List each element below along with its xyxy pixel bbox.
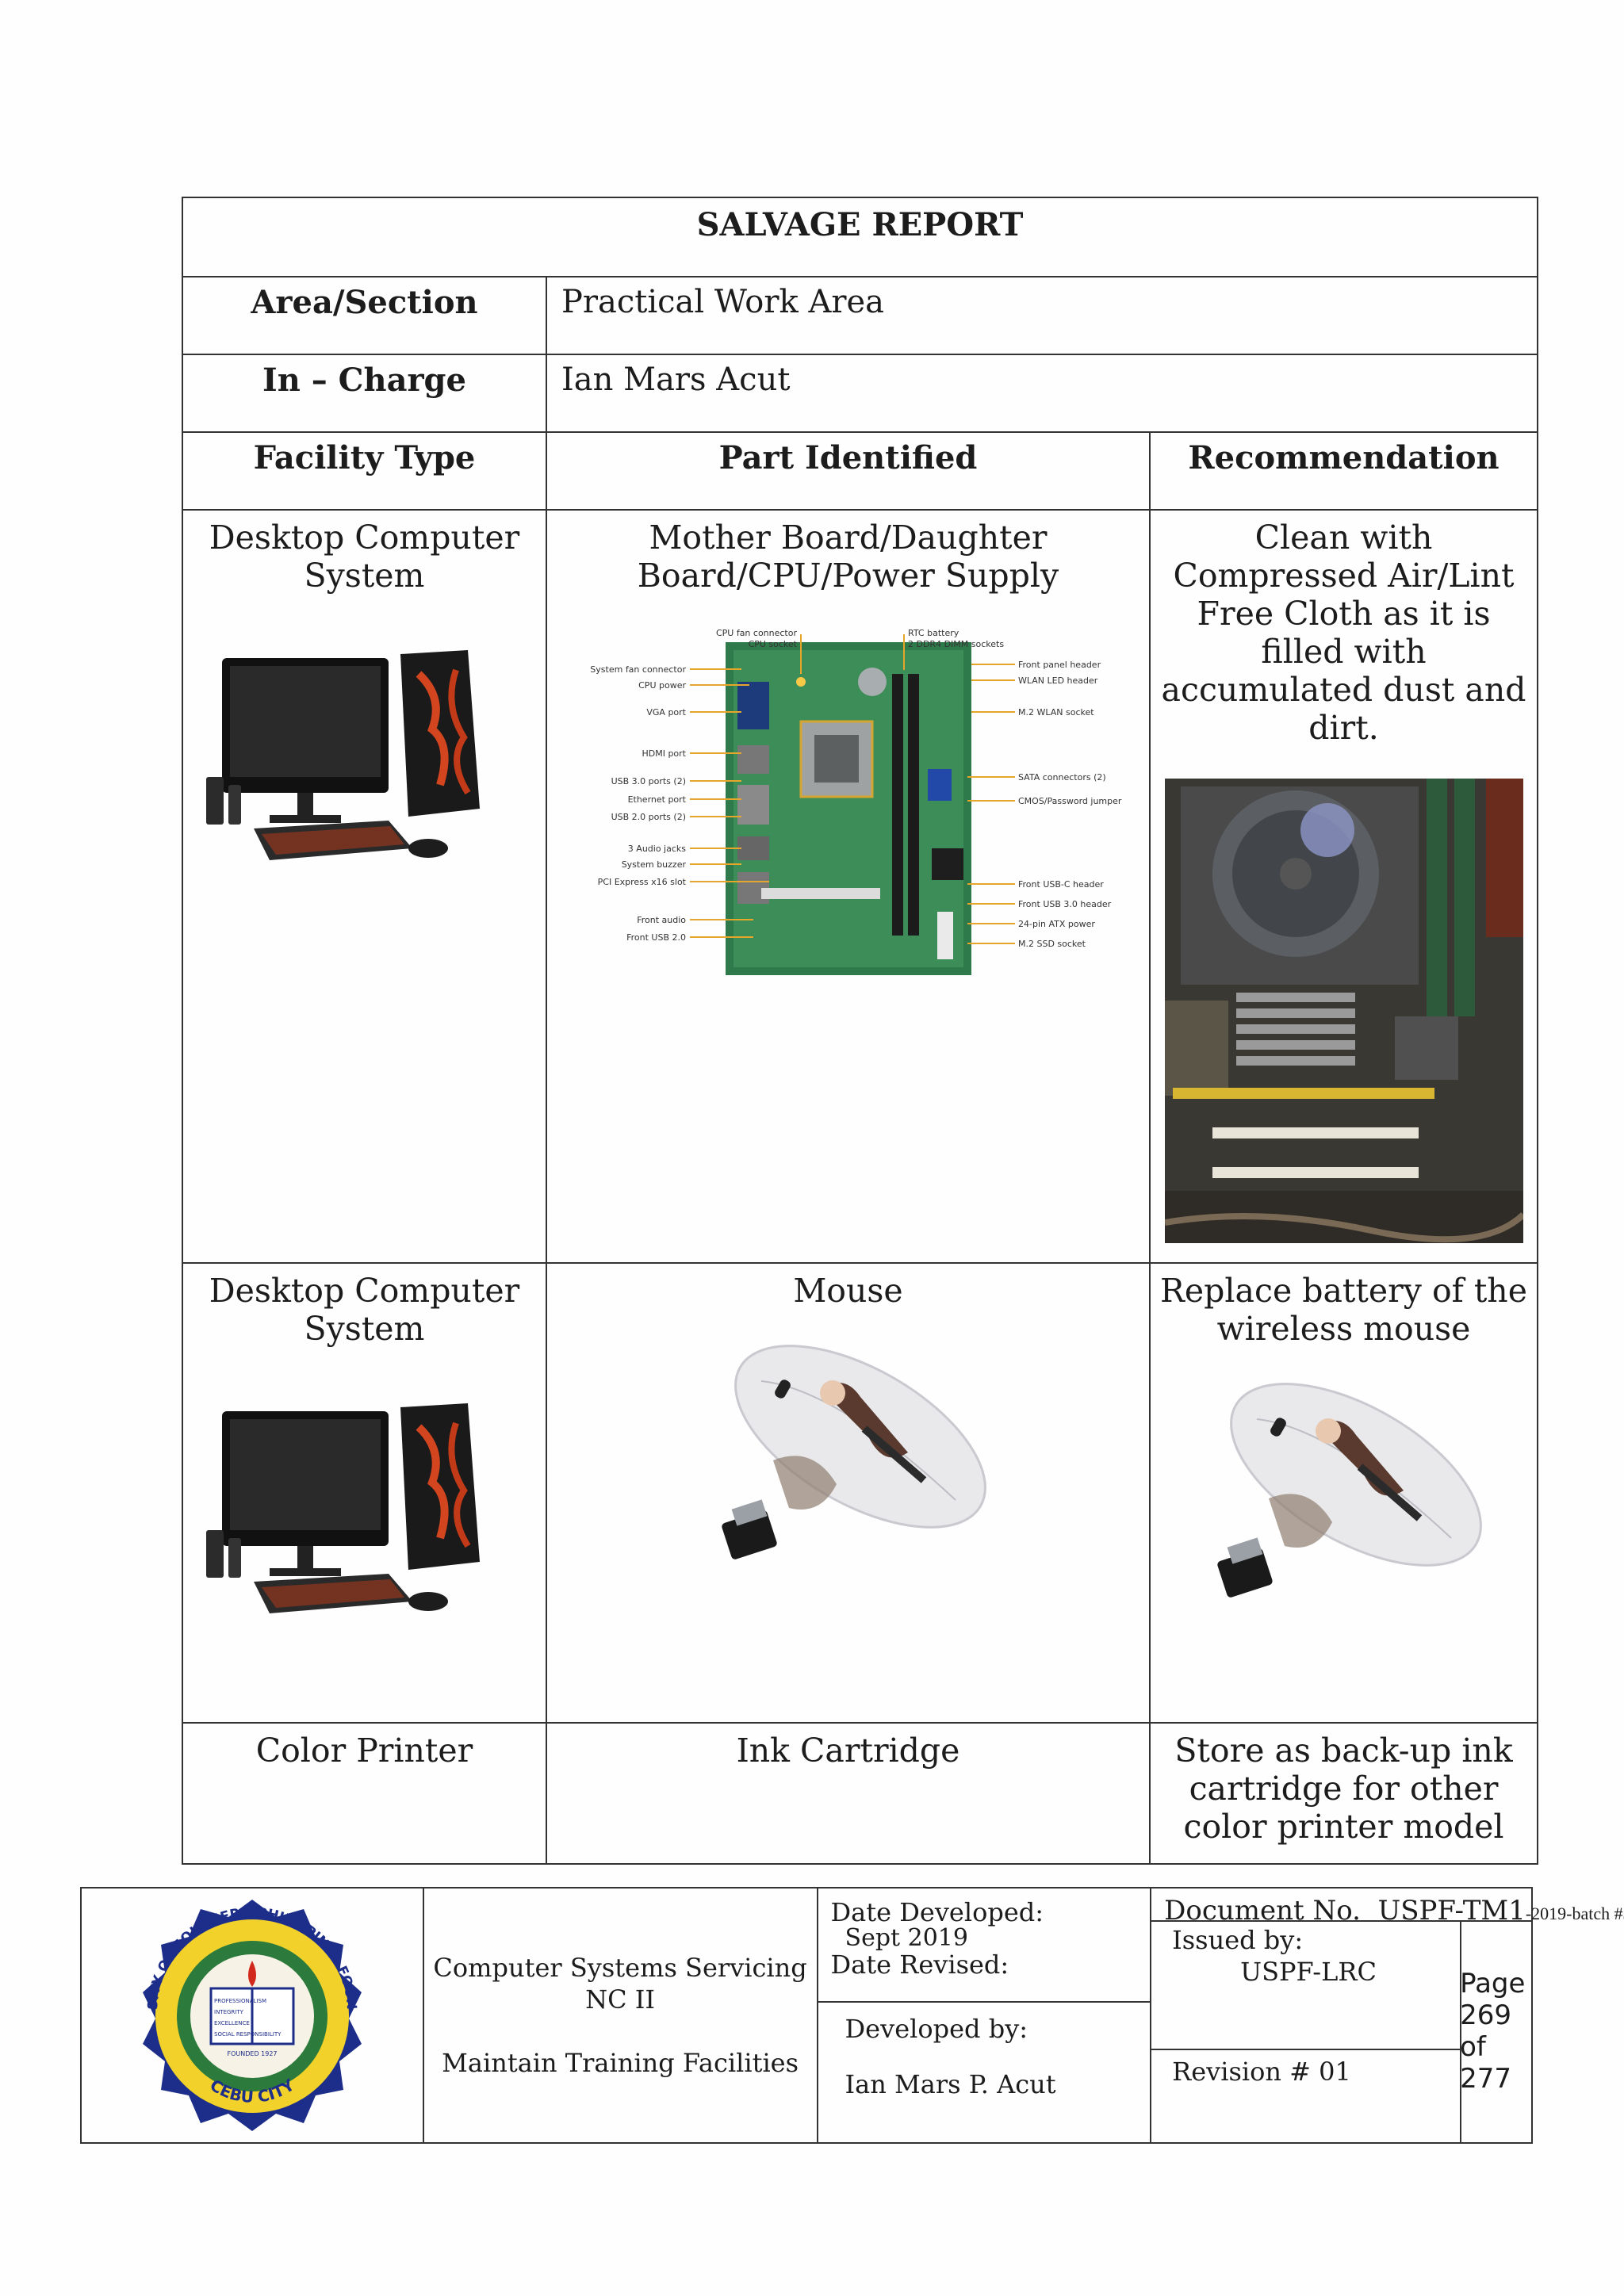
document-number-label: Document No. bbox=[1164, 1895, 1361, 1927]
facility-type-text: Color Printer bbox=[255, 1732, 473, 1770]
mb-callout: PCI Express x16 slot bbox=[597, 877, 686, 887]
wireless-mouse-image bbox=[1216, 1383, 1482, 1598]
mb-callout: Ethernet port bbox=[627, 794, 686, 805]
motherboard-diagram-image: System fan connector CPU power VGA port … bbox=[590, 628, 1122, 975]
report-title: SALVAGE REPORT bbox=[181, 197, 1539, 277]
svg-text:FOUNDED 1927: FOUNDED 1927 bbox=[227, 2050, 277, 2057]
table-row: Desktop Computer System Mother Board/Dau… bbox=[182, 509, 1539, 1264]
dusty-motherboard-photo bbox=[1164, 779, 1523, 1243]
mb-callout: USB 2.0 ports (2) bbox=[611, 812, 685, 822]
course-title: Computer Systems Servicing NC II bbox=[433, 1953, 807, 2015]
table-row: Desktop Computer System Mouse bbox=[182, 1262, 1539, 1724]
issued-by-label: Issued by: bbox=[1172, 1925, 1304, 1955]
mb-callout: Front audio bbox=[637, 915, 686, 925]
mb-callout: CPU fan connector bbox=[715, 628, 797, 638]
mb-callout: WLAN LED header bbox=[1018, 675, 1098, 686]
facility-cell: Color Printer bbox=[182, 1722, 547, 1865]
facility-cell: Desktop Computer System bbox=[182, 509, 547, 1264]
document-footer: UNIVERSITY OF SOUTHERN PHILIPPINES FOUND… bbox=[80, 1881, 1624, 2144]
part-identified-text: Mother Board/Daughter Board/CPU/Power Su… bbox=[637, 519, 1059, 595]
date-revised-label: Date Revised: bbox=[830, 1950, 1009, 1980]
part-identified-text: Ink Cartridge bbox=[736, 1732, 960, 1770]
university-seal-logo: UNIVERSITY OF SOUTHERN PHILIPPINES FOUND… bbox=[120, 1881, 362, 2131]
module-title: Maintain Training Facilities bbox=[442, 2048, 799, 2078]
recommendation-cell: Store as back-up ink cartridge for other… bbox=[1148, 1722, 1539, 1865]
recommendation-cell: Replace battery of the wireless mouse bbox=[1148, 1262, 1539, 1724]
mb-callout: CMOS/Password jumper bbox=[1018, 796, 1122, 806]
mb-callout: RTC battery bbox=[908, 628, 959, 638]
area-section-label: Area/Section bbox=[182, 276, 547, 355]
recommendation-text: Clean with Compressed Air/Lint Free Clot… bbox=[1161, 519, 1526, 747]
mb-callout: System buzzer bbox=[621, 859, 686, 870]
mb-callout: M.2 SSD socket bbox=[1018, 939, 1086, 949]
issued-by-value: USPF-LRC bbox=[1240, 1957, 1377, 1987]
document-number: Document No. USPF-TM1-2019-batch #34 bbox=[1164, 1895, 1624, 1927]
mb-callout: 3 Audio jacks bbox=[627, 844, 685, 854]
course-cell: Computer Systems Servicing NC II Maintai… bbox=[422, 1887, 818, 2144]
part-identified-text: Mouse bbox=[793, 1272, 903, 1310]
mb-callout: Front USB 3.0 header bbox=[1018, 899, 1112, 909]
mb-callout: Front panel header bbox=[1018, 660, 1101, 670]
mb-callout: CPU power bbox=[638, 680, 686, 691]
mb-callout: USB 3.0 ports (2) bbox=[611, 776, 685, 786]
part-cell: Ink Cartridge bbox=[546, 1722, 1151, 1865]
in-charge-label: In – Charge bbox=[182, 354, 547, 433]
column-header-facility-type: Facility Type bbox=[182, 431, 547, 511]
dates-cell: Date Developed: Sept 2019 Date Revised: … bbox=[816, 1887, 1152, 2144]
in-charge-value: Ian Mars Acut bbox=[545, 354, 1539, 433]
mb-callout: 24-pin ATX power bbox=[1018, 919, 1095, 929]
recommendation-text: Store as back-up ink cartridge for other… bbox=[1174, 1732, 1513, 1846]
document-batch: -2019-batch #34 bbox=[1525, 1904, 1624, 1923]
table-row: Color Printer Ink Cartridge Store as bac… bbox=[182, 1722, 1539, 1865]
revision-number: Revision # 01 bbox=[1172, 2057, 1351, 2087]
area-section-value: Practical Work Area bbox=[545, 276, 1539, 355]
logo-cell: UNIVERSITY OF SOUTHERN PHILIPPINES FOUND… bbox=[80, 1881, 424, 2144]
salvage-report-table: SALVAGE REPORT Area/Section Practical Wo… bbox=[181, 197, 1539, 1865]
svg-text:EXCELLENCE: EXCELLENCE bbox=[214, 2020, 250, 2026]
developed-by-label: Developed by: bbox=[845, 2014, 1028, 2044]
page-number: Page 269 of 277 bbox=[1460, 1968, 1526, 2095]
mb-callout: Front USB 2.0 bbox=[626, 932, 686, 943]
mb-callout: 2 DDR4 DIMM sockets bbox=[908, 639, 1004, 649]
svg-text:SOCIAL RESPONSIBILITY: SOCIAL RESPONSIBILITY bbox=[214, 2031, 282, 2038]
document-info-cell: Document No. USPF-TM1-2019-batch #34 Iss… bbox=[1150, 1887, 1624, 2144]
developed-by-value: Ian Mars P. Acut bbox=[845, 2069, 1056, 2099]
facility-cell: Desktop Computer System bbox=[182, 1262, 547, 1724]
mb-callout: SATA connectors (2) bbox=[1018, 772, 1106, 783]
mb-callout: CPU socket bbox=[748, 639, 797, 649]
column-header-recommendation: Recommendation bbox=[1148, 431, 1539, 511]
recommendation-text: Replace battery of the wireless mouse bbox=[1160, 1272, 1527, 1348]
desktop-computer-image bbox=[205, 650, 480, 860]
mb-callout: Front USB-C header bbox=[1018, 879, 1104, 890]
recommendation-cell: Clean with Compressed Air/Lint Free Clot… bbox=[1148, 509, 1539, 1264]
mb-callout: VGA port bbox=[646, 707, 686, 718]
date-developed-value: Sept 2019 bbox=[845, 1924, 968, 1952]
part-cell: Mouse bbox=[546, 1262, 1151, 1724]
mb-callout: System fan connector bbox=[590, 664, 686, 675]
wireless-mouse-image bbox=[721, 1345, 986, 1559]
column-header-part-identified: Part Identified bbox=[546, 431, 1151, 511]
svg-text:PROFESSIONALISM: PROFESSIONALISM bbox=[214, 1998, 266, 2004]
facility-type-text: Desktop Computer System bbox=[209, 1272, 520, 1348]
mb-callout: M.2 WLAN socket bbox=[1018, 707, 1094, 718]
svg-text:INTEGRITY: INTEGRITY bbox=[214, 2009, 244, 2015]
mb-callout: HDMI port bbox=[642, 748, 686, 759]
facility-type-text: Desktop Computer System bbox=[209, 519, 520, 595]
desktop-computer-image bbox=[205, 1403, 480, 1613]
date-developed-label: Date Developed: bbox=[830, 1897, 1044, 1927]
part-cell: Mother Board/Daughter Board/CPU/Power Su… bbox=[546, 509, 1151, 1264]
